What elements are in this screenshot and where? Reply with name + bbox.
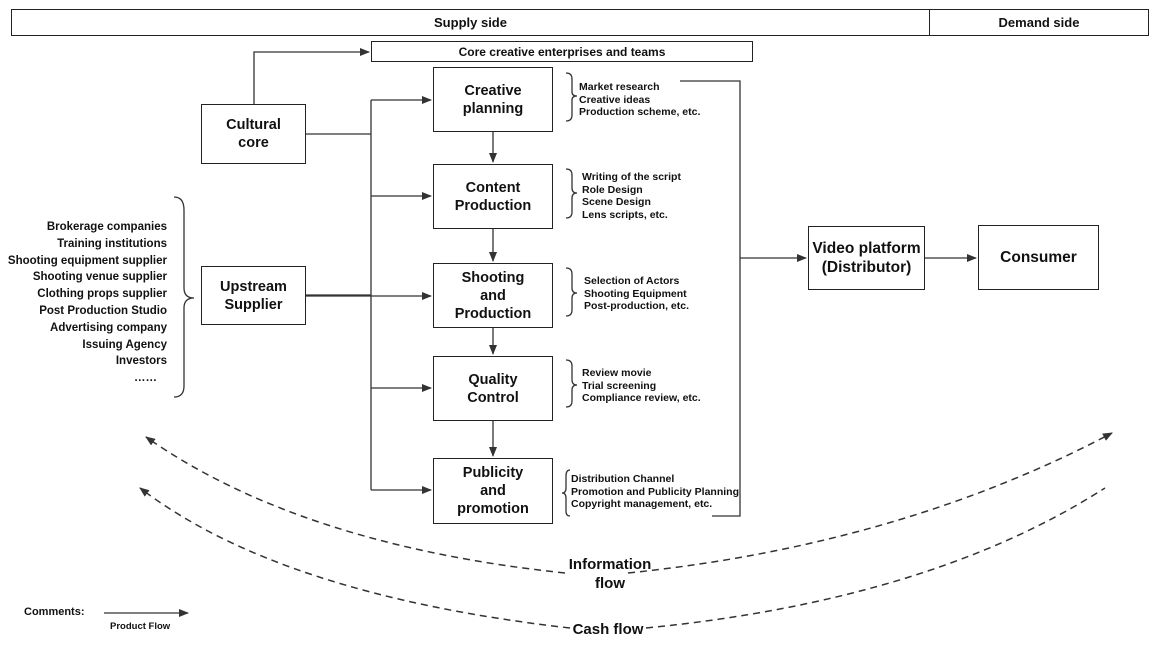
information-flow-label: Information flow [568,556,652,592]
upstream-item: Shooting equipment supplier [7,254,167,267]
detail-item: Scene Design [582,196,651,208]
stage-label: Quality Control [467,371,519,406]
detail-item: Distribution Channel [571,473,675,485]
upstream-item: …… [134,372,157,385]
brace-quality [565,359,578,408]
brace-publicity [561,469,571,517]
brace-shooting [565,267,578,317]
upstream-item: Investors [115,355,167,368]
details-content-production: Writing of the script Role Design Scene … [582,171,681,221]
stage-publicity-promotion: Publicity and promotion [433,458,553,524]
upstream-item: Clothing props supplier [37,288,167,301]
consumer-label: Consumer [1000,249,1077,266]
details-creative-planning: Market research Creative ideas Productio… [579,81,700,119]
upstream-supplier-label: Upstream Supplier [220,278,287,313]
stage-label: Content Production [454,179,532,214]
upstream-list: Brokerage companies Training institution… [8,219,167,387]
cash-flow-right-curve [645,487,1106,629]
brace-content [565,168,578,219]
brace-creative [565,72,578,122]
upstream-item: Brokerage companies [46,221,167,233]
detail-item: Market research [579,81,660,93]
stage-label: Publicity and promotion [457,465,529,517]
cultural-core-box: Cultural core [201,104,306,164]
video-platform-label: Video platform (Distributor) [812,240,921,276]
legend-comments-label: Comments: [24,606,85,618]
detail-item: Trial screening [582,379,657,392]
stage-quality-control: Quality Control [433,356,553,421]
stage-content-production: Content Production [433,164,553,229]
collector-line [680,80,741,517]
detail-item: Compliance review, etc. [582,392,701,404]
details-quality-control: Review movie Trial screening Compliance … [582,367,701,405]
detail-item: Selection of Actors [584,275,680,287]
upstream-item: Shooting venue supplier [32,271,167,284]
upstream-item: Issuing Agency [82,338,167,351]
details-publicity-promotion: Distribution Channel Promotion and Publi… [571,473,739,511]
upstream-item: Training institutions [57,237,167,250]
supply-side-label: Supply side [434,15,507,30]
information-flow-right-curve [627,432,1113,574]
details-shooting-production: Selection of Actors Shooting Equipment P… [584,275,689,313]
upstream-brace [173,196,195,398]
detail-item: Review movie [582,367,652,379]
supply-side-header: Supply side [11,9,930,36]
legend-product-flow-label: Product Flow [110,621,171,632]
detail-item: Lens scripts, etc. [582,208,668,221]
upstream-item: Advertising company [50,321,167,334]
consumer-box: Consumer [978,225,1099,290]
core-enterprises-label: Core creative enterprises and teams [458,44,666,59]
arrow-cultural-to-core [253,48,370,104]
detail-item: Shooting Equipment [584,287,687,300]
detail-item: Role Design [582,183,643,196]
detail-item: Production scheme, etc. [579,106,701,118]
detail-item: Writing of the script [582,171,681,183]
video-platform-box: Video platform (Distributor) [808,226,925,290]
stage-shooting-production: Shooting and Production [433,263,553,328]
detail-item: Creative ideas [579,93,651,106]
stage-creative-planning: Creative planning [433,67,553,132]
stage-label: Creative planning [462,82,524,117]
cultural-core-label: Cultural core [226,117,281,151]
demand-side-label: Demand side [998,15,1080,30]
cash-flow-left-curve [139,487,571,629]
core-enterprises-box: Core creative enterprises and teams [371,41,753,62]
detail-item: Copyright management, etc. [571,498,713,510]
stage-label: Shooting and Production [454,269,532,322]
demand-side-header: Demand side [929,9,1149,36]
detail-item: Promotion and Publicity Planning [571,485,740,498]
upstream-item: Post Production Studio [39,304,167,317]
cash-flow-label: Cash flow [572,621,644,638]
information-flow-left-curve [145,436,566,574]
upstream-supplier-box: Upstream Supplier [201,266,306,325]
detail-item: Post-production, etc. [584,300,689,312]
